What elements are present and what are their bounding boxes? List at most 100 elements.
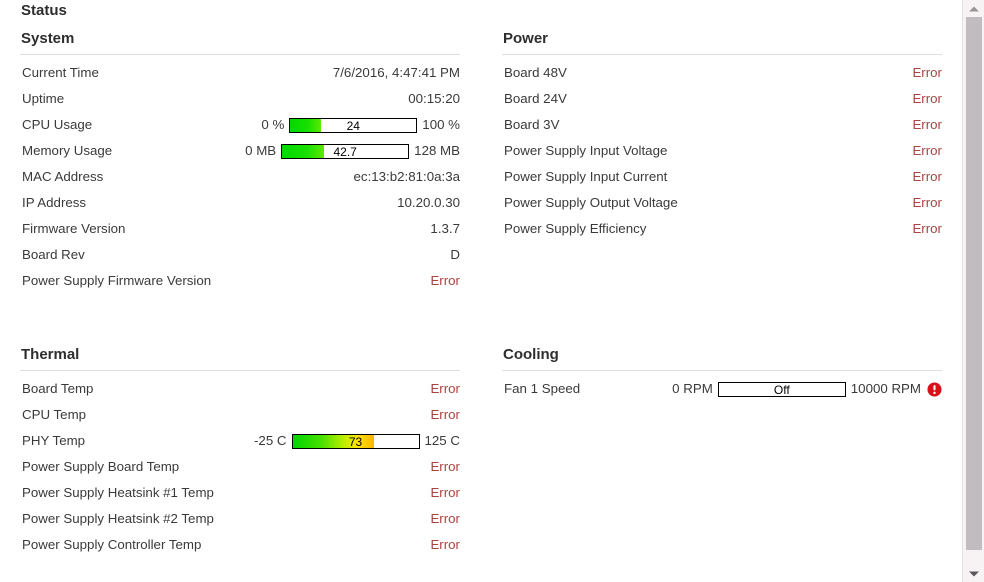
status-row-value: ec:13:b2:81:0a:3a [353, 169, 460, 184]
panel-system-rows: Current Time 7/6/2016, 4:47:41 PM Uptime 00… [20, 60, 460, 294]
panel-power-heading: Power [503, 30, 549, 47]
gauge-value-label: 42.7 [333, 144, 357, 159]
status-row: Power Supply Input Voltage Error [502, 138, 942, 164]
status-row: Current Time 7/6/2016, 4:47:41 PM [20, 60, 460, 86]
gauge-bar: 42.7 [281, 143, 410, 159]
status-row-error: Error [430, 485, 460, 500]
panel-thermal-divider [20, 370, 460, 371]
status-row-label: Uptime [22, 91, 65, 106]
caret-up-icon [968, 6, 979, 11]
status-row-error: Error [912, 195, 942, 210]
status-row-label: Firmware Version [22, 221, 126, 236]
status-row-label: Board Temp [22, 381, 94, 396]
status-row: Power Supply Controller Temp Error [20, 532, 460, 558]
status-row-label: Board 48V [504, 65, 567, 80]
status-row-label: Memory Usage [22, 143, 113, 158]
caret-down-icon [968, 571, 979, 576]
status-row-label: MAC Address [22, 169, 104, 184]
status-row-label: IP Address [22, 195, 87, 210]
gauge-value-label: 24 [346, 118, 360, 133]
status-row: Uptime 00:15:20 [20, 86, 460, 112]
status-row-label: Current Time [22, 65, 99, 80]
status-row-label: Power Supply Heatsink #2 Temp [22, 511, 214, 526]
panel-cooling-heading: Cooling [503, 346, 559, 363]
gauge-max-label: 125 C [424, 433, 460, 448]
scroll-up-button[interactable] [963, 0, 984, 17]
scroll-down-button[interactable] [963, 565, 984, 582]
status-row-value: 1.3.7 [430, 221, 460, 236]
status-row-error: Error [430, 537, 460, 552]
status-row-value: 00:15:20 [408, 91, 460, 106]
gauge-bar: Off [717, 381, 846, 397]
gauge-bar: 24 [289, 117, 418, 133]
status-row-label: Power Supply Firmware Version [22, 273, 212, 288]
gauge-group: -25 C 73 125 C [254, 428, 460, 454]
status-row-label: CPU Usage [22, 117, 93, 132]
status-row-label: Power Supply Output Voltage [504, 195, 678, 210]
status-row-value: D [450, 247, 460, 262]
status-row-label: CPU Temp [22, 407, 87, 422]
status-row-error: Error [912, 117, 942, 132]
status-row-label: Power Supply Input Voltage [504, 143, 668, 158]
gauge-min-label: 0 RPM [672, 381, 713, 396]
status-row: CPU Temp Error [20, 402, 460, 428]
status-row-label: Board 3V [504, 117, 560, 132]
status-row: Power Supply Heatsink #2 Temp Error [20, 506, 460, 532]
gauge-value-label: 73 [348, 434, 363, 449]
status-row-label: Power Supply Efficiency [504, 221, 647, 236]
gauge-group: 0 RPM Off 10000 RPM [672, 376, 942, 402]
gauge-fill [290, 118, 321, 132]
status-row-error: Error [430, 459, 460, 474]
status-row-error: Error [912, 91, 942, 106]
status-row: Fan 1 Speed 0 RPM Off 10000 RPM [502, 376, 942, 402]
panel-cooling-rows: Fan 1 Speed 0 RPM Off 10000 RPM [502, 376, 942, 402]
gauge-max-label: 100 % [422, 117, 460, 132]
status-row: Board 3V Error [502, 112, 942, 138]
status-row-label: Power Supply Input Current [504, 169, 668, 184]
panel-system-divider [20, 54, 460, 55]
alarm-exclamation-icon [927, 381, 942, 397]
panel-cooling-divider [502, 370, 942, 371]
status-row-value: 7/6/2016, 4:47:41 PM [332, 65, 460, 80]
status-row-error: Error [430, 407, 460, 422]
status-row-label: Board 24V [504, 91, 567, 106]
gauge-max-label: 10000 RPM [850, 381, 921, 396]
status-row-label: Board Rev [22, 247, 85, 262]
page-title: Status [21, 2, 67, 19]
status-row: Board 48V Error [502, 60, 942, 86]
status-row-error: Error [912, 65, 942, 80]
scroll-thumb[interactable] [966, 17, 982, 550]
gauge-max-label: 128 MB [414, 143, 460, 158]
status-row: Power Supply Firmware Version Error [20, 268, 460, 294]
status-row-label: Power Supply Heatsink #1 Temp [22, 485, 214, 500]
status-row: Firmware Version 1.3.7 [20, 216, 460, 242]
gauge-bar: 73 [291, 433, 420, 449]
panel-power-divider [502, 54, 942, 55]
status-row-error: Error [430, 273, 460, 288]
status-row: Power Supply Heatsink #1 Temp Error [20, 480, 460, 506]
status-row: Board Rev D [20, 242, 460, 268]
gauge-fill [292, 434, 375, 448]
status-row-error: Error [430, 511, 460, 526]
panel-cooling: Cooling Fan 1 Speed 0 RPM Off 10000 RPM [502, 346, 942, 402]
status-row-label: Power Supply Controller Temp [22, 537, 202, 552]
status-row-error: Error [912, 143, 942, 158]
gauge-min-label: -25 C [254, 433, 287, 448]
status-row-error: Error [430, 381, 460, 396]
status-row-value: 10.20.0.30 [397, 195, 460, 210]
gauge-fill [282, 144, 324, 158]
vertical-scrollbar[interactable] [962, 0, 984, 582]
status-row-label: Fan 1 Speed [504, 381, 581, 396]
status-row: Board Temp Error [20, 376, 460, 402]
